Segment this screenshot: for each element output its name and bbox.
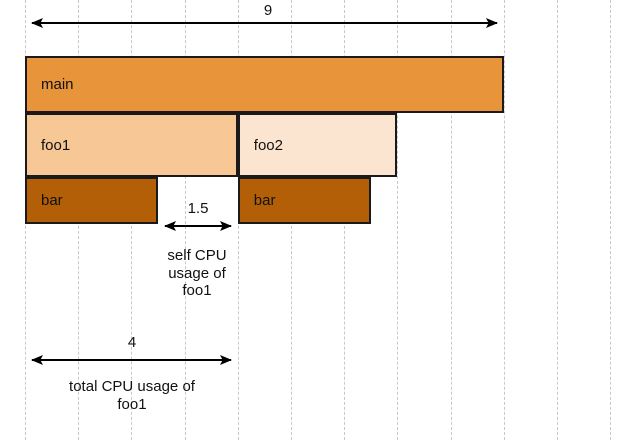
frame-bar-under-foo2[interactable]: bar (237, 177, 371, 224)
frame-foo1[interactable]: foo1 (25, 113, 238, 177)
gridline (503, 0, 505, 440)
gridline (450, 0, 452, 440)
caption-total-cpu-foo1: total CPU usage of foo1 (24, 378, 240, 413)
frame-main[interactable]: main (25, 56, 504, 113)
frame-label: foo1 (41, 136, 71, 154)
gridline (397, 0, 399, 440)
gridline (184, 0, 186, 440)
caption-line: self CPU (167, 247, 227, 264)
caption-line: usage of (168, 264, 226, 282)
measure-label-self-cpu-foo1: 1.5 (187, 200, 209, 217)
caption-self-cpu-foo1: self CPU usage of foo1 (138, 247, 256, 300)
gridline (557, 0, 558, 440)
gridline (610, 0, 612, 440)
frame-foo2[interactable]: foo2 (237, 113, 398, 177)
caption-line: foo1 (182, 282, 212, 300)
frame-label: bar (253, 192, 276, 209)
frame-label: foo2 (253, 136, 283, 154)
caption-line: total CPU usage of (69, 378, 195, 395)
caption-line: foo1 (117, 395, 147, 413)
measure-label-total-main: 9 (263, 2, 273, 19)
frame-label: bar (41, 192, 63, 209)
frame-label: main (41, 76, 74, 93)
measure-label-total-cpu-foo1: 4 (127, 334, 137, 351)
frame-bar-under-foo1[interactable]: bar (25, 177, 158, 224)
